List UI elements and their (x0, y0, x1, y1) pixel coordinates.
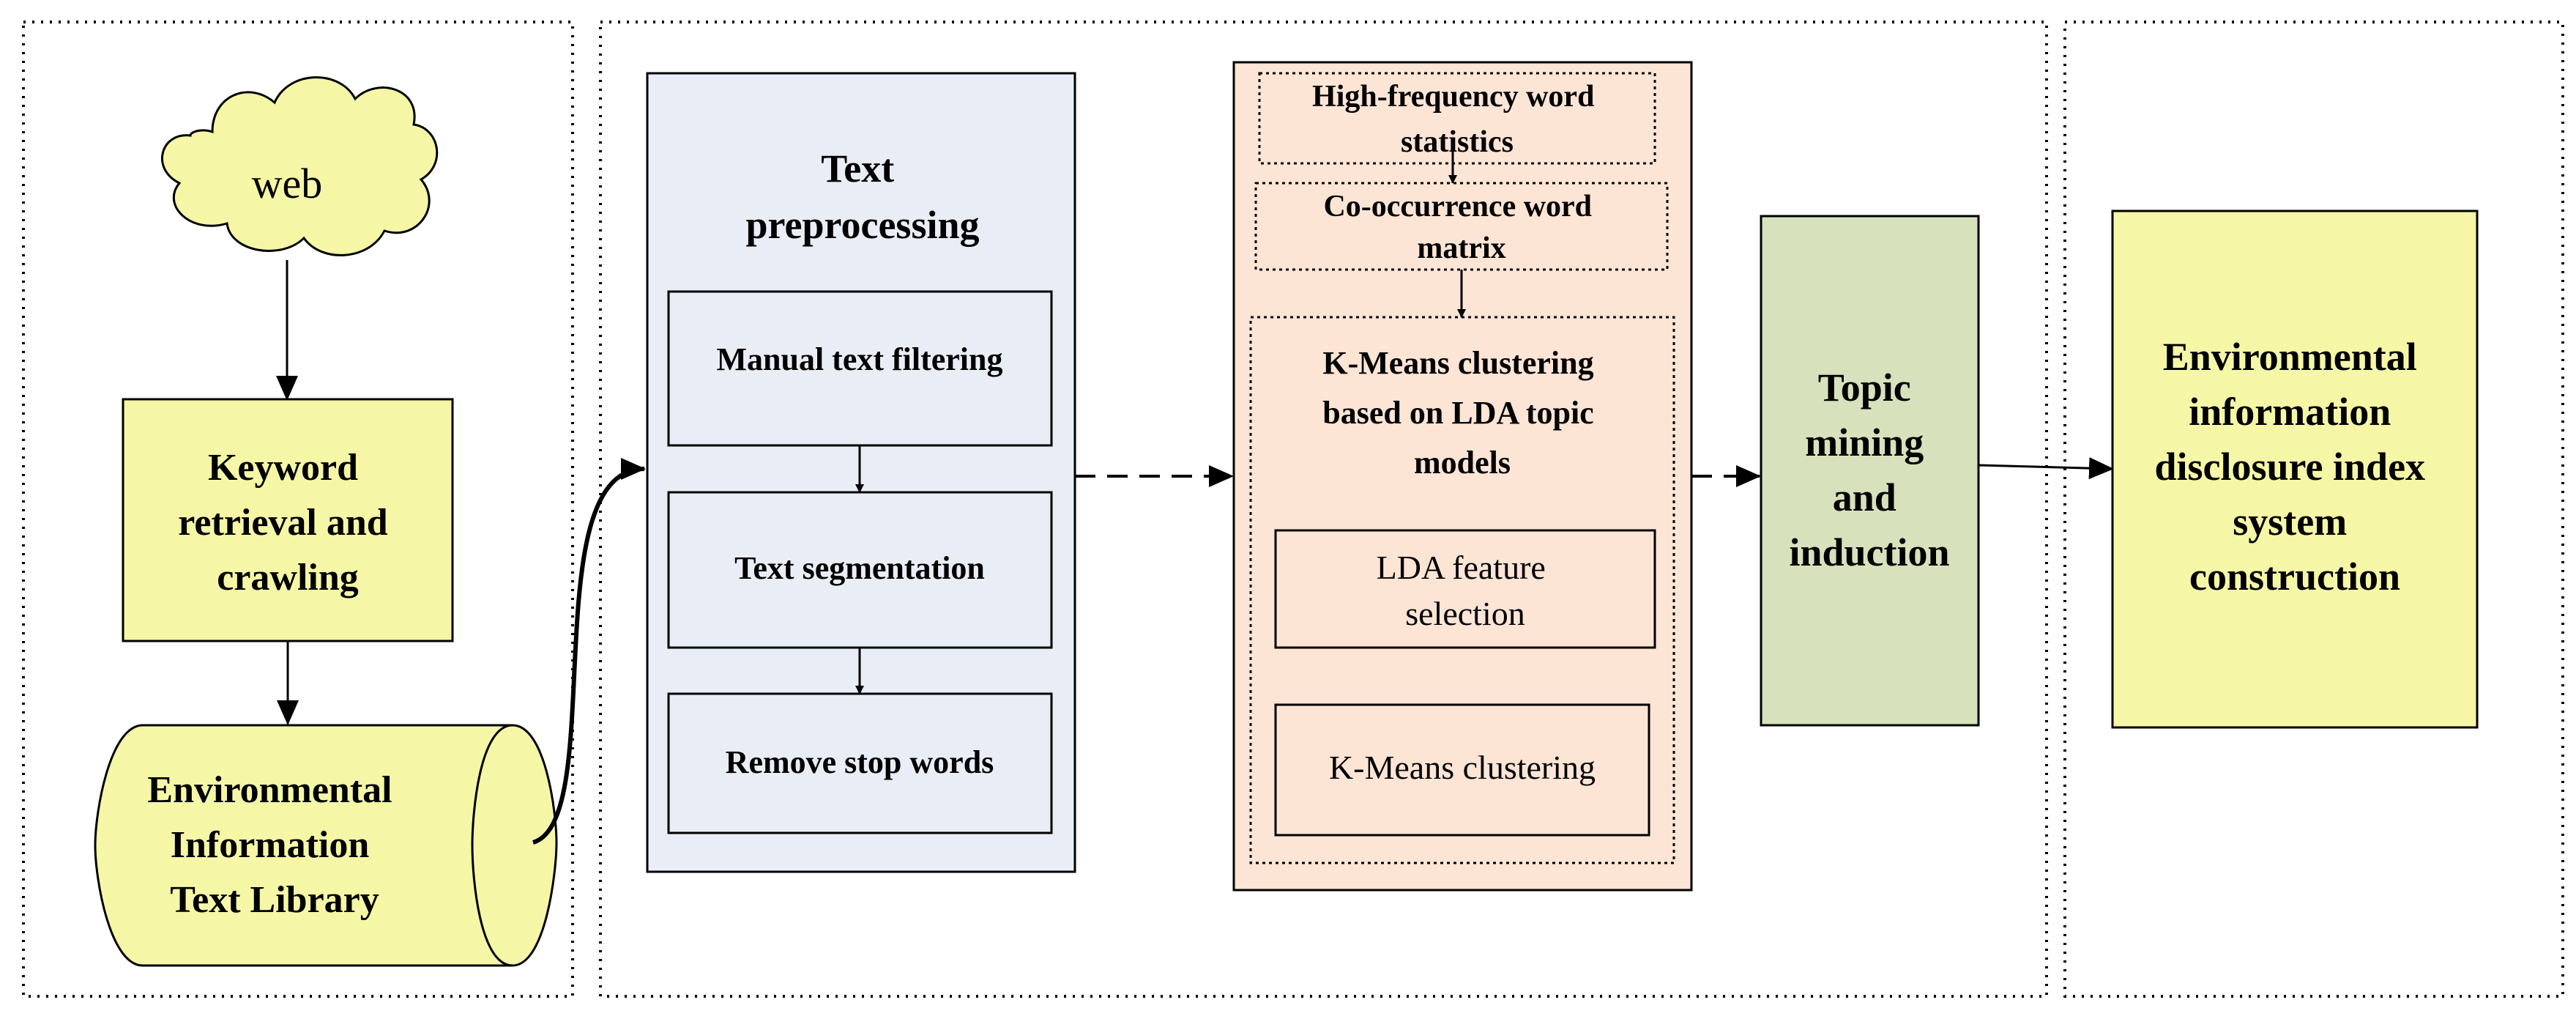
kmeans-clustering-label: K-Means clustering (1329, 749, 1596, 786)
panel-index-construction (2063, 21, 2564, 998)
kmeans-lda-box (1249, 316, 1675, 864)
topic-mining-box (1760, 215, 1980, 727)
cooccurrence-label: Co-occurrence word matrix (1323, 190, 1599, 265)
preprocessing-title: Text preprocessing (745, 147, 979, 247)
high-frequency-label: High-frequency word statistics (1312, 80, 1602, 159)
panel-data-collection (22, 21, 574, 998)
cooccurrence-box (1254, 182, 1669, 271)
lda-feature-box (1274, 529, 1656, 649)
arrow-topic-to-index (1978, 457, 2114, 480)
kmeans-clustering-box (1274, 703, 1650, 837)
step-stopwords-box (667, 692, 1053, 834)
web-cloud-icon (160, 76, 439, 256)
step-segmentation-label: Text segmentation (734, 550, 985, 586)
panel-processing (599, 21, 2048, 998)
lda-feature-label: LDA feature selection (1377, 549, 1555, 632)
arrow-library-to-preprocessing (532, 458, 646, 845)
step-manual-filtering-box (667, 290, 1053, 447)
web-label: web (252, 160, 323, 207)
keyword-retrieval-box (122, 398, 454, 642)
step-segmentation-box (667, 491, 1053, 649)
text-library-cylinder-face (471, 724, 513, 967)
index-construction-label: Environmental information disclosure ind… (2154, 335, 2435, 599)
kmeans-lda-title: K-Means clustering based on LDA topic mo… (1322, 345, 1601, 481)
step-stopwords-label: Remove stop words (726, 744, 994, 780)
keyword-retrieval-label: Keyword retrieval and crawling (178, 447, 397, 599)
index-construction-box (2111, 210, 2479, 729)
topic-mining-label: Topic mining and induction (1789, 366, 1949, 574)
step-manual-filtering-label: Manual text filtering (716, 341, 1002, 377)
high-frequency-box (1258, 72, 1656, 165)
text-library-label: Environmental Information Text Library (147, 769, 401, 921)
